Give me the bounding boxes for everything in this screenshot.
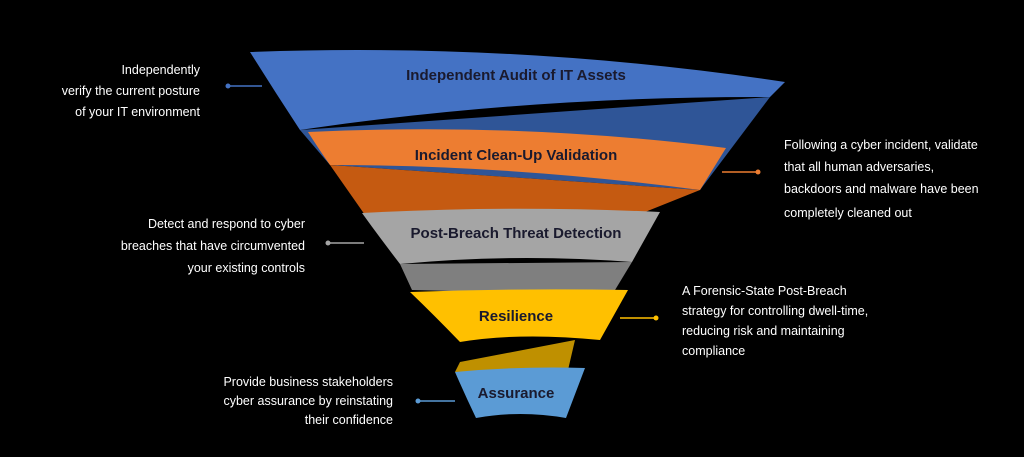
tier-label-detection: Post-Breach Threat Detection <box>411 225 622 242</box>
tier-label-cleanup: Incident Clean-Up Validation <box>415 147 618 164</box>
note-cleanup-line: Following a cyber incident, validate <box>784 138 978 152</box>
callout-connector-audit <box>225 83 262 89</box>
funnel-tier-cleanup <box>308 129 726 190</box>
note-assurance-line: Provide business stakeholders <box>223 375 393 389</box>
callout-connector-resilience <box>620 315 659 321</box>
note-audit-line: Independently <box>121 63 200 77</box>
connector-ribbon-detection-resilience <box>400 262 632 295</box>
note-detection-line: Detect and respond to cyber <box>147 217 305 231</box>
note-cleanup-line: that all human adversaries, <box>784 160 935 174</box>
tier-label-audit: Independent Audit of IT Assets <box>406 67 626 84</box>
note-audit: Independently verify the current posture… <box>62 60 200 123</box>
note-resilience-line: compliance <box>682 344 746 358</box>
funnel-tier-assurance <box>455 367 585 418</box>
callout-connector-detection <box>325 240 364 246</box>
connector-ribbon-cleanup-detection <box>330 165 700 215</box>
callout-connector-assurance <box>415 398 455 404</box>
callout-connector-cleanup <box>722 169 761 175</box>
note-cleanup-line: backdoors and malware have been <box>784 182 979 196</box>
connector-ribbon-resilience-assurance <box>455 340 575 372</box>
note-assurance-line: their confidence <box>304 413 393 427</box>
note-audit-line: of your IT environment <box>75 105 200 119</box>
note-cleanup: Following a cyber incident, validate tha… <box>784 134 979 224</box>
note-resilience-line: A Forensic-State Post-Breach <box>682 284 847 298</box>
note-detection-line: breaches that have circumvented <box>120 239 305 253</box>
note-detection: Detect and respond to cyber breaches tha… <box>121 213 305 279</box>
note-assurance-line: cyber assurance by reinstating <box>223 394 393 408</box>
funnel-tier-resilience <box>410 289 628 342</box>
funnel-tier-audit <box>250 50 785 130</box>
note-assurance: Provide business stakeholders cyber assu… <box>223 373 393 430</box>
tier-label-resilience: Resilience <box>479 308 553 325</box>
note-resilience-line: strategy for controlling dwell-time, <box>682 304 869 318</box>
note-resilience-line: reducing risk and maintaining <box>682 324 845 338</box>
note-detection-line: your existing controls <box>187 261 305 275</box>
note-audit-line: verify the current posture <box>61 84 200 98</box>
funnel-tier-detection <box>362 208 660 264</box>
note-cleanup-line: completely cleaned out <box>784 206 912 220</box>
note-resilience: A Forensic-State Post-Breach strategy fo… <box>682 281 868 361</box>
tier-label-assurance: Assurance <box>478 385 555 402</box>
